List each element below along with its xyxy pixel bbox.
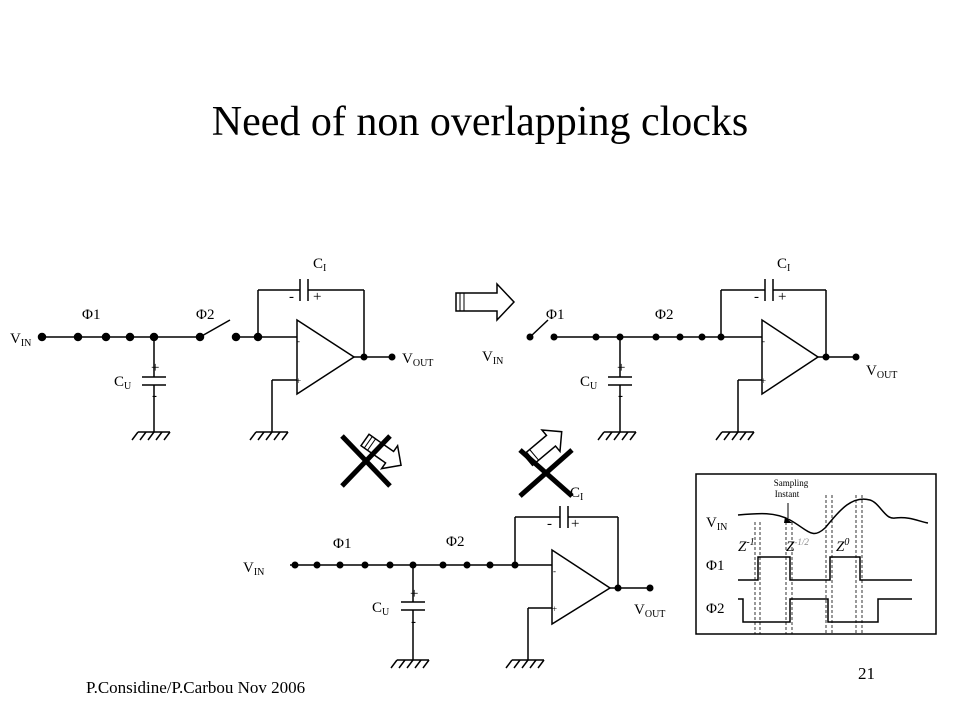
opamp-minus: -: [762, 336, 765, 346]
phi1-label: Φ1: [82, 307, 100, 323]
cross-icon: [340, 434, 392, 488]
opamp-plus: +: [761, 376, 766, 386]
cross-icon: [518, 448, 574, 498]
ci-label: C: [570, 485, 580, 501]
cu-label: C: [580, 374, 590, 390]
timing-phi2-label: Φ2: [706, 601, 724, 617]
svg-text:CI: CI: [570, 485, 583, 503]
sampling-label: Sampling: [774, 478, 809, 488]
z-half-label: Z: [786, 539, 795, 555]
svg-text:VOUT: VOUT: [402, 351, 433, 369]
footer-author: P.Considine/P.Carbou Nov 2006: [86, 678, 306, 697]
vin-label: V: [243, 560, 254, 576]
svg-text:VIN: VIN: [243, 560, 264, 578]
up-right-arrow-icon: [522, 429, 563, 467]
svg-text:VOUT: VOUT: [866, 363, 897, 381]
circuit-b: [526, 279, 860, 441]
svg-text:CU: CU: [372, 600, 390, 618]
slide-title: Need of non overlapping clocks: [211, 99, 749, 145]
phi1-label: Φ1: [333, 536, 351, 552]
svg-text:CU: CU: [114, 374, 132, 392]
phi1-label: Φ1: [546, 307, 564, 323]
ci-minus: -: [289, 289, 294, 305]
z-zero-label: Z: [836, 539, 845, 555]
svg-text:CI: CI: [777, 256, 790, 274]
phi1-switch-open: [529, 319, 549, 338]
circuit-c: [290, 506, 654, 669]
cu-label: C: [114, 374, 124, 390]
ci-label: C: [313, 256, 323, 272]
vin-label: V: [10, 331, 21, 347]
ci-plus: +: [313, 289, 321, 305]
phi2-switch-open: [199, 319, 231, 338]
cap-plus: +: [151, 360, 159, 376]
down-right-arrow-icon: [359, 433, 402, 470]
phi2-label: Φ2: [196, 307, 214, 323]
vout-label: V: [866, 363, 877, 379]
ci-plus: +: [571, 516, 579, 532]
circuit-a: [37, 279, 396, 441]
vin-label: V: [482, 349, 493, 365]
ci-minus: -: [547, 516, 552, 532]
cap-minus: -: [618, 388, 623, 404]
timing-diagram: [695, 473, 937, 635]
svg-text:CU: CU: [580, 374, 598, 392]
timing-vin-label: V: [706, 515, 717, 531]
timing-phi1-label: Φ1: [706, 558, 724, 574]
opamp-minus: -: [553, 566, 556, 576]
cu-label: C: [372, 600, 382, 616]
opamp-plus: +: [552, 604, 557, 614]
svg-text:VIN: VIN: [482, 349, 503, 367]
svg-text:Z-1: Z-1: [738, 537, 755, 555]
page-number: 21: [858, 664, 875, 683]
svg-text:Z-1/2: Z-1/2: [786, 537, 809, 555]
phi2-label: Φ2: [446, 534, 464, 550]
ci-plus: +: [778, 289, 786, 305]
cap-plus: +: [410, 586, 418, 602]
svg-text:VIN: VIN: [706, 515, 727, 533]
svg-text:VOUT: VOUT: [634, 602, 665, 620]
vout-label: V: [634, 602, 645, 618]
z-minus1-label: Z: [738, 539, 747, 555]
cap-minus: -: [152, 388, 157, 404]
opamp-minus: -: [297, 336, 300, 346]
svg-text:Z0: Z0: [836, 537, 849, 555]
opamp-plus: +: [296, 376, 301, 386]
vout-label: V: [402, 351, 413, 367]
right-arrow-icon: [455, 282, 516, 322]
svg-text:CI: CI: [313, 256, 326, 274]
svg-text:VIN: VIN: [10, 331, 31, 349]
cap-plus: +: [617, 360, 625, 376]
ci-minus: -: [754, 289, 759, 305]
instant-label: Instant: [775, 489, 800, 499]
cap-minus: -: [411, 614, 416, 630]
ci-label: C: [777, 256, 787, 272]
phi2-label: Φ2: [655, 307, 673, 323]
